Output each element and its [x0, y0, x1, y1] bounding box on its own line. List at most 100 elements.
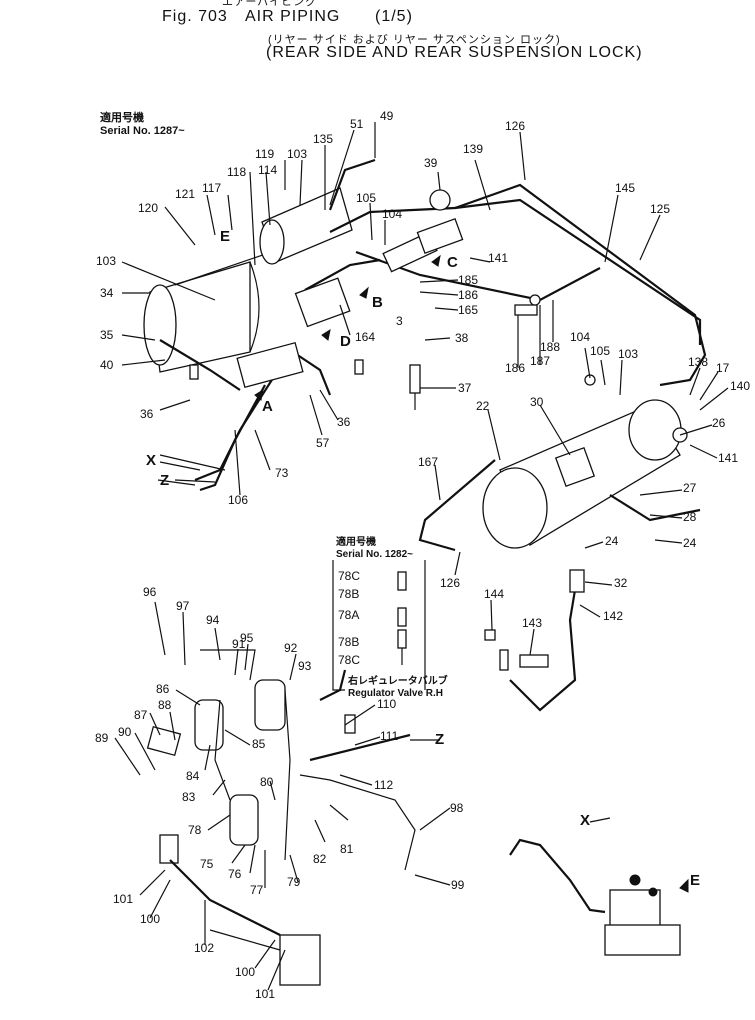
- fittings: [189, 294, 688, 671]
- callout-78c2: 78C: [338, 653, 361, 667]
- serial-number-2: Serial No. 1282~: [336, 549, 413, 560]
- callout-121: 121: [175, 187, 196, 201]
- callout-27: 27: [683, 481, 697, 495]
- regulator-jp: 右レギュレータバルブ: [348, 676, 448, 687]
- callout-139: 139: [463, 142, 484, 156]
- callout-91: 91: [232, 637, 246, 651]
- callout-106: 106: [228, 493, 249, 507]
- regulator-assembly: [146, 649, 416, 986]
- callout-100a: 100: [140, 912, 161, 926]
- callout-92: 92: [284, 641, 298, 655]
- pipe-z-label-2: Z: [435, 731, 445, 748]
- callout-40: 40: [100, 358, 114, 372]
- callout-135: 135: [313, 132, 334, 146]
- view-arrows: [157, 254, 689, 893]
- callout-78b2: 78B: [338, 635, 360, 649]
- callout-100b: 100: [235, 965, 256, 979]
- callout-57: 57: [316, 436, 330, 450]
- callout-101b: 101: [255, 987, 276, 1001]
- callout-120: 120: [138, 201, 159, 215]
- serial-number-1: Serial No. 1287~: [100, 125, 185, 137]
- callout-141: 141: [488, 251, 509, 265]
- upper-air-tank: [259, 187, 353, 265]
- callout-126: 126: [505, 119, 526, 133]
- view-b-label: B: [372, 294, 383, 311]
- callout-24a: 24: [605, 534, 619, 548]
- callout-103: 103: [287, 147, 308, 161]
- callout-17: 17: [716, 361, 730, 375]
- callout-164: 164: [355, 330, 376, 344]
- view-d-label: D: [340, 333, 351, 350]
- callout-105b: 105: [590, 344, 611, 358]
- pipe-x-label: X: [146, 452, 157, 469]
- callout-93: 93: [298, 659, 312, 673]
- callout-186b: 186: [505, 361, 526, 375]
- callout-98: 98: [450, 801, 464, 815]
- callout-99: 99: [451, 878, 465, 892]
- callout-73: 73: [275, 466, 289, 480]
- page-subtitle: (REAR SIDE AND REAR SUSPENSION LOCK): [266, 44, 643, 61]
- callout-102: 102: [194, 941, 215, 955]
- callout-30: 30: [530, 395, 544, 409]
- callout-88: 88: [158, 698, 172, 712]
- serial-jp-1: 適用号機: [100, 112, 144, 124]
- callout-3: 3: [396, 314, 403, 328]
- callout-143: 143: [522, 616, 543, 630]
- right-air-tank: [482, 399, 682, 549]
- callout-112: 112: [374, 778, 394, 792]
- callout-80: 80: [260, 775, 274, 789]
- leader-lines: [114, 122, 729, 991]
- callout-89: 89: [95, 731, 109, 745]
- callout-94: 94: [206, 613, 220, 627]
- callout-110: 110: [377, 697, 397, 711]
- callout-84: 84: [186, 769, 200, 783]
- callout-86: 86: [156, 682, 170, 696]
- callout-24b: 24: [683, 536, 697, 550]
- callout-167: 167: [418, 455, 439, 469]
- callout-78a: 78A: [338, 608, 360, 622]
- callout-32: 32: [614, 576, 628, 590]
- callout-95: 95: [240, 631, 254, 645]
- callout-185: 185: [458, 273, 479, 287]
- callout-49: 49: [380, 109, 394, 123]
- callout-165: 165: [458, 303, 479, 317]
- page-title: AIR PIPING: [245, 8, 341, 25]
- callout-37: 37: [458, 381, 472, 395]
- pipe-x-label-2: X: [580, 812, 591, 829]
- regulator-label: Regulator Valve R.H: [348, 688, 444, 699]
- callout-76: 76: [228, 867, 242, 881]
- callout-34: 34: [100, 286, 114, 300]
- callout-77: 77: [250, 883, 264, 897]
- title-jp: エアーパイピング: [222, 0, 318, 8]
- callout-78: 78: [188, 823, 202, 837]
- callout-81: 81: [340, 842, 354, 856]
- callout-83: 83: [182, 790, 196, 804]
- callout-140: 140: [730, 379, 751, 393]
- callout-87: 87: [134, 708, 148, 722]
- callout-78b1: 78B: [338, 587, 360, 601]
- callout-28: 28: [683, 510, 697, 524]
- view-c-label: C: [447, 254, 458, 271]
- callout-85: 85: [252, 737, 266, 751]
- callout-142: 142: [603, 609, 624, 623]
- callout-51: 51: [350, 117, 364, 131]
- callout-104: 104: [382, 207, 403, 221]
- callout-97: 97: [176, 599, 190, 613]
- callout-138: 138: [688, 355, 709, 369]
- callout-35: 35: [100, 328, 114, 342]
- figure-number: Fig. 703: [162, 8, 228, 25]
- callout-22: 22: [476, 399, 490, 413]
- callout-188: 188: [540, 340, 561, 354]
- callout-79: 79: [287, 875, 301, 889]
- callout-144: 144: [484, 587, 505, 601]
- pipe-z-label: Z: [160, 472, 170, 489]
- serial-bracket: [332, 560, 426, 691]
- view-e-label: E: [220, 228, 231, 245]
- serial-jp-2: 適用号機: [336, 537, 376, 548]
- page-indicator: (1/5): [375, 8, 413, 25]
- callout-101a: 101: [113, 892, 134, 906]
- callout-39: 39: [424, 156, 438, 170]
- callout-103c: 103: [618, 347, 639, 361]
- callout-103b: 103: [96, 254, 117, 268]
